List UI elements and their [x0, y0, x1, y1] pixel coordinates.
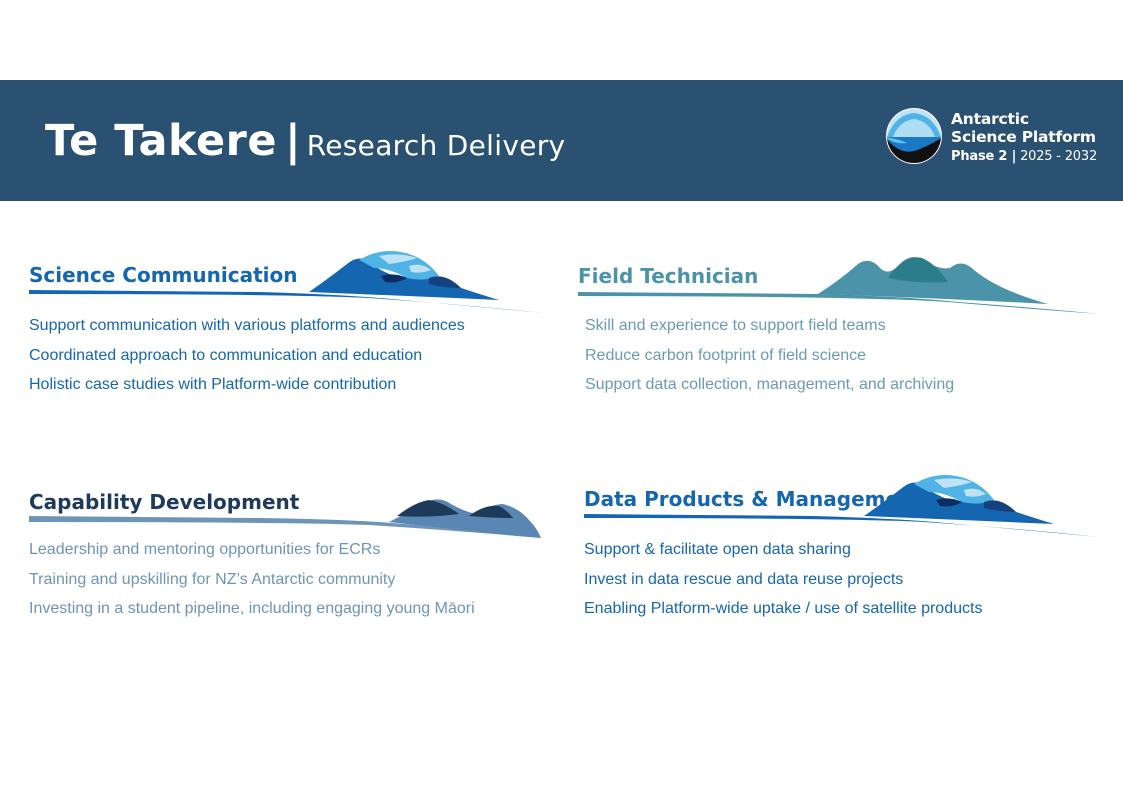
section-list: Support communication with various platf…	[29, 311, 465, 400]
section-title: Field Technician	[578, 264, 759, 288]
section-list: Support & facilitate open data sharing I…	[584, 535, 982, 624]
list-item: Support & facilitate open data sharing	[584, 541, 851, 558]
list-item: Reduce carbon footprint of field science	[585, 346, 867, 364]
list-item: Investing in a student pipeline, includi…	[29, 600, 475, 617]
list-item: Skill and experience to support field te…	[585, 317, 886, 334]
page-title: Te Takere|Research Delivery	[45, 116, 565, 166]
section-list: Leadership and mentoring opportunities f…	[29, 535, 475, 624]
title-subtitle: Research Delivery	[306, 129, 566, 162]
mountain-decoration-icon	[29, 251, 544, 313]
list-item: Leadership and mentoring opportunities f…	[29, 541, 381, 558]
title-main: Te Takere	[45, 116, 278, 166]
mountain-decoration-icon	[578, 257, 1100, 314]
list-item: Invest in data rescue and data reuse pro…	[584, 570, 904, 588]
section-data-products: Data Products & Management Support & fac…	[584, 472, 1114, 632]
section-title: Science Communication	[29, 263, 298, 287]
logo-text: Antarctic Science Platform Phase 2 | 202…	[951, 110, 1097, 166]
section-title: Capability Development	[29, 490, 300, 514]
logo-years: 2025 - 2032	[1020, 149, 1098, 164]
platform-logo: Antarctic Science Platform Phase 2 | 202…	[885, 107, 1105, 167]
list-item: Coordinated approach to communication an…	[29, 346, 423, 364]
logo-emblem-icon	[886, 108, 942, 164]
section-science-communication: Science Communication Support communicat…	[29, 248, 559, 398]
logo-line-1: Antarctic	[951, 110, 1029, 128]
logo-phase: Phase 2 |	[951, 149, 1017, 164]
list-item: Training and upskilling for NZ’s Antarct…	[29, 570, 396, 588]
section-capability-development: Capability Development Leadership and me…	[29, 490, 559, 632]
header-banner: Te Takere|Research Delivery Antarctic Sc…	[0, 80, 1123, 201]
list-item: Support data collection, management, and…	[585, 376, 955, 393]
list-item: Support communication with various platf…	[29, 317, 465, 334]
mountain-decoration-icon	[29, 499, 541, 538]
title-separator: |	[285, 116, 301, 166]
logo-phase-line: Phase 2 | 2025 - 2032	[951, 148, 1097, 166]
section-title: Data Products & Management	[584, 487, 923, 511]
list-item: Holistic case studies with Platform-wide…	[29, 376, 397, 393]
section-list: Skill and experience to support field te…	[585, 311, 954, 400]
list-item: Enabling Platform-wide uptake / use of s…	[584, 600, 983, 617]
logo-line-2: Science Platform	[951, 128, 1096, 146]
section-field-technician: Field Technician Skill and experience to…	[578, 250, 1108, 400]
mountain-decoration-icon	[584, 475, 1099, 537]
